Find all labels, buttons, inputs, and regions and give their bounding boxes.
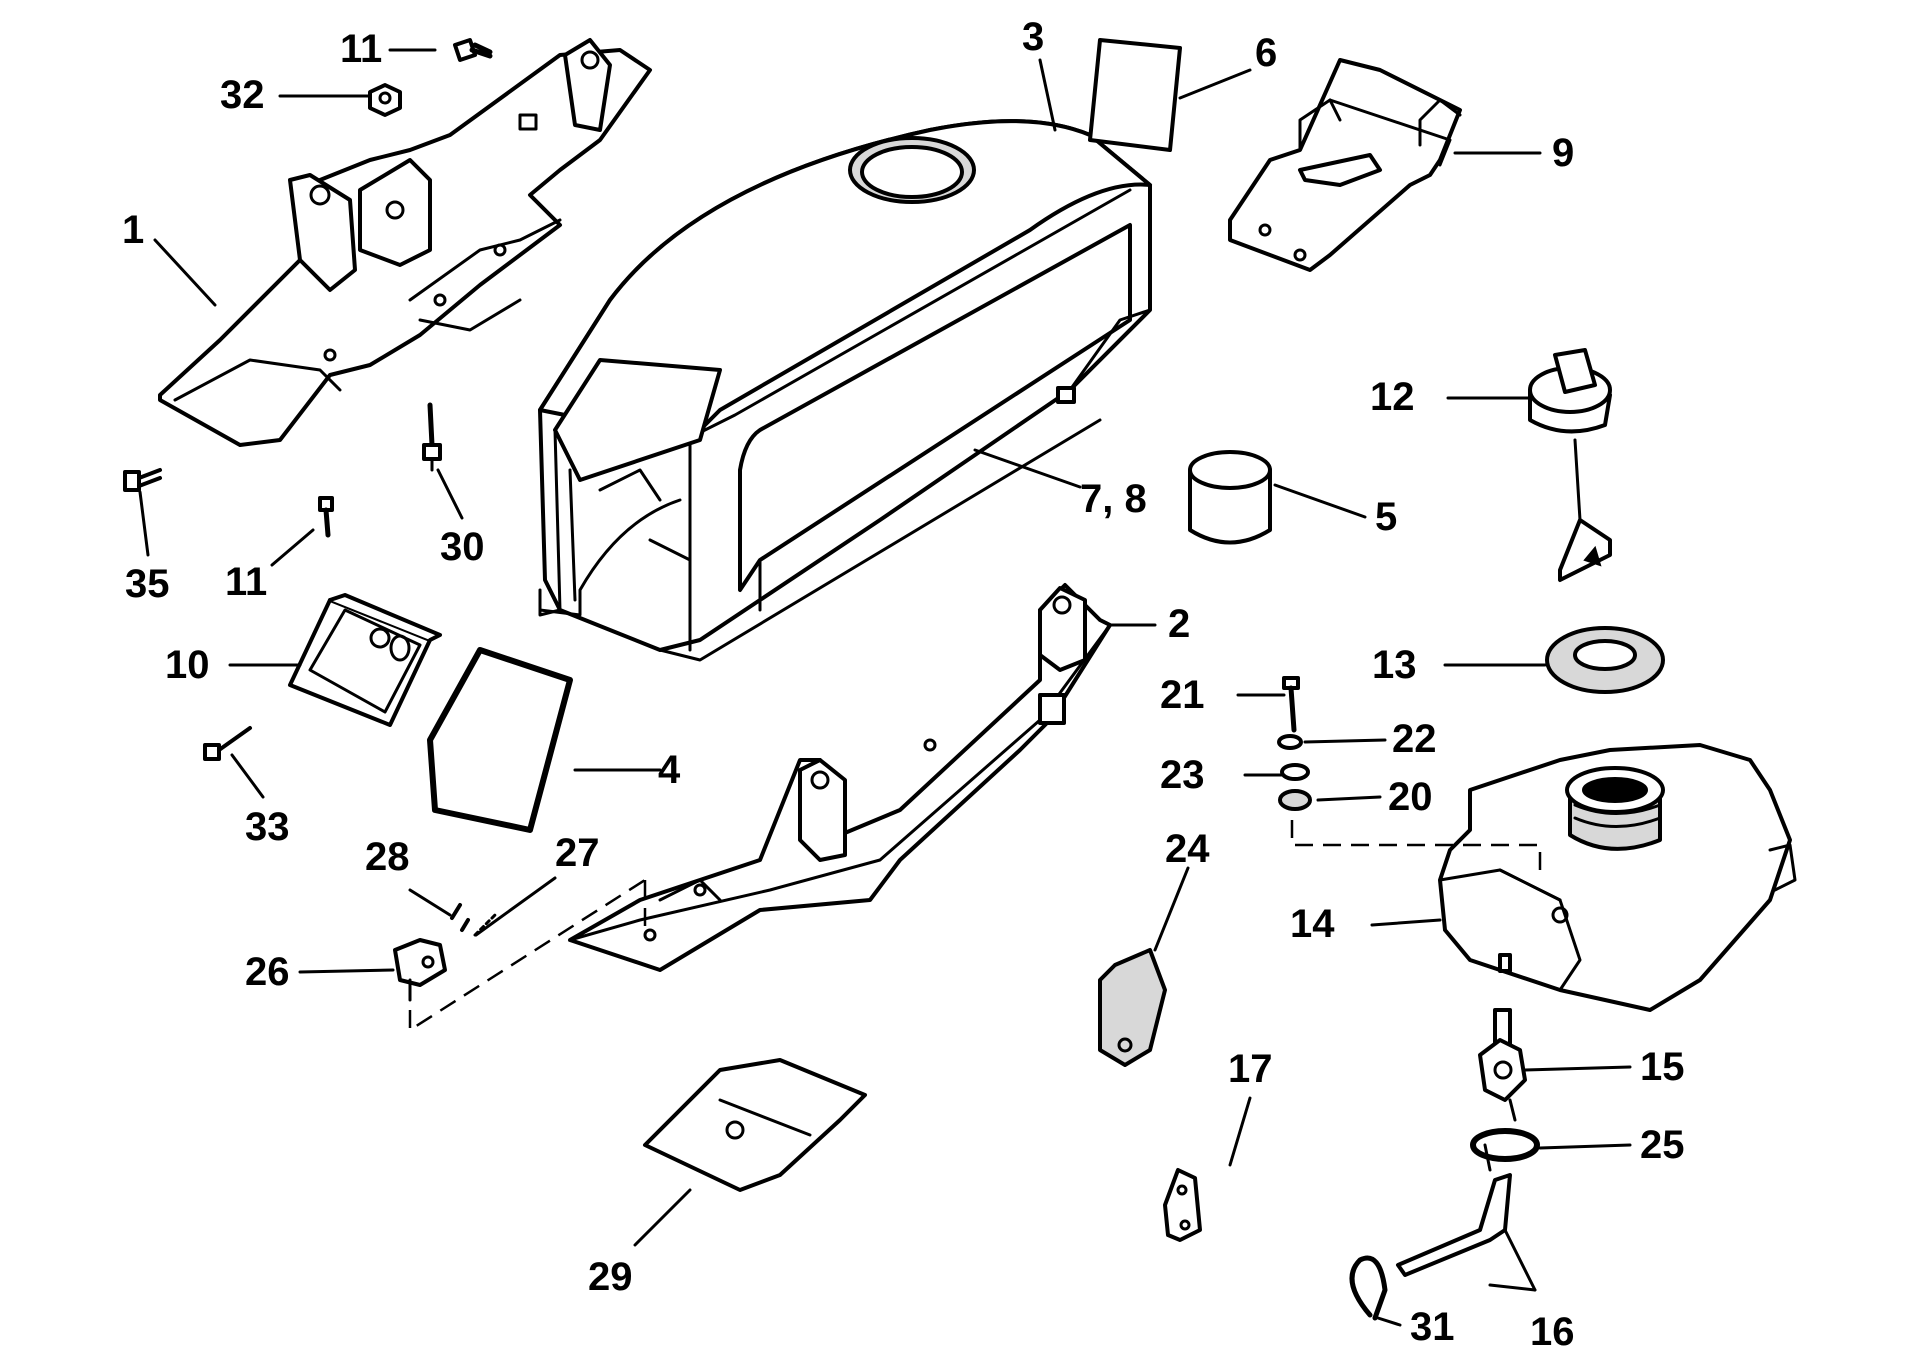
screw-part-11-top [453,38,493,62]
callout-27: 27 [555,831,600,875]
pad-part-29 [643,1058,867,1192]
callout-11-top: 11 [340,27,382,71]
clamp-part-25 [1470,1128,1540,1172]
callout-35: 35 [125,562,170,606]
callout-1: 1 [122,208,144,252]
fuel-hose-part-16 [1396,1173,1512,1277]
callout-30: 30 [440,525,485,569]
callout-33: 33 [245,805,290,849]
screw-part-11-lower [318,496,334,538]
callout-21: 21 [1160,673,1205,717]
callout-9: 9 [1552,131,1574,175]
lower-bracket-part-1 [158,38,652,447]
callout-2: 2 [1168,602,1190,646]
callout-26: 26 [245,950,290,994]
grommet-part-20 [1278,789,1312,811]
fuel-tank-part-14 [1438,743,1797,1012]
hose-clip-part-31 [1349,1255,1388,1321]
callout-23: 23 [1160,753,1205,797]
engine-cover-part-3 [538,119,1152,662]
gasket-part-4 [427,647,573,833]
plug-part-5 [1188,450,1272,545]
bolt-part-21 [1282,676,1300,733]
callout-13: 13 [1372,643,1417,687]
leader-lines [138,48,1632,1327]
callout-10: 10 [165,643,210,687]
callout-7-8: 7, 8 [1080,477,1147,521]
fuel-valve-part-15 [1478,1008,1527,1122]
callout-5: 5 [1375,495,1397,539]
screw-part-35 [123,468,162,492]
callout-labels: 1 2 3 4 5 6 7, 8 9 10 11 11 12 13 14 15 … [122,15,1685,1352]
callout-15: 15 [1640,1045,1685,1089]
nut-part-32 [368,83,402,117]
callout-3: 3 [1022,15,1044,59]
callout-22: 22 [1392,717,1437,761]
callout-31: 31 [1410,1305,1455,1349]
callout-6: 6 [1255,31,1277,75]
assembly-dashed-lines [408,820,1542,1033]
callout-20: 20 [1388,775,1433,819]
callout-12: 12 [1370,375,1415,419]
pins-parts-27-28 [450,903,497,937]
callout-28: 28 [365,835,410,879]
latch-bracket-part-9 [1228,58,1462,272]
latch-block-part-26 [393,938,447,1002]
lower-bracket-part-2 [568,583,1112,972]
callout-16: 16 [1530,1310,1575,1352]
label-plate-part-6 [1088,38,1182,152]
callout-32: 32 [220,73,265,117]
washer-ring-part-13 [1545,626,1665,694]
seal-housing-part-10 [288,593,442,727]
callout-4: 4 [658,748,681,792]
callout-17: 17 [1228,1047,1273,1091]
callout-14: 14 [1290,902,1335,946]
callout-24: 24 [1165,827,1210,871]
washer-part-23 [1280,763,1310,781]
bolt-part-30 [422,402,442,472]
bumper-part-24 [1098,948,1167,1067]
callout-11-lower: 11 [225,560,267,604]
callout-25: 25 [1640,1123,1685,1167]
screw-part-33 [203,726,252,761]
callout-29: 29 [588,1255,633,1299]
clip-part-17 [1163,1168,1202,1242]
washer-part-22 [1277,734,1303,750]
fuel-cap-part-12 [1528,348,1612,582]
